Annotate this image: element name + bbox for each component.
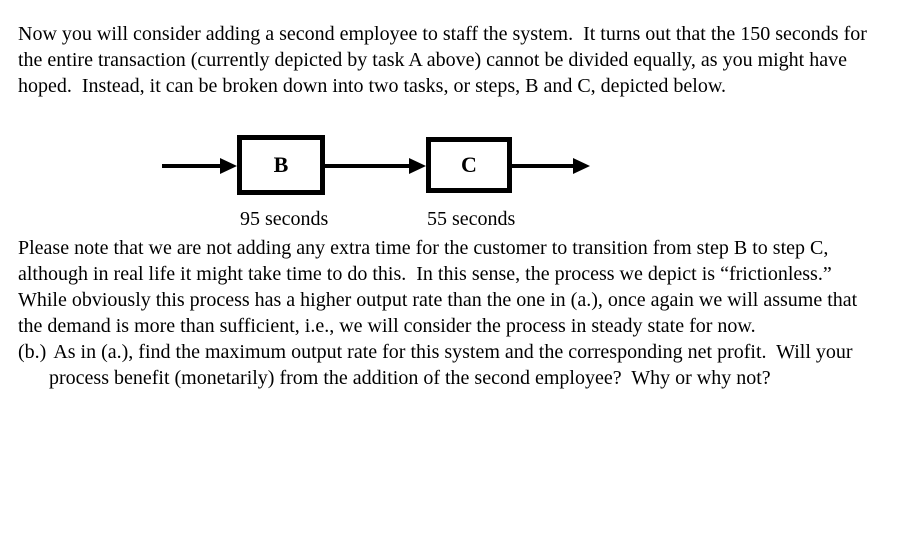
task-box-b: B (237, 135, 325, 195)
flow-arrow-in (162, 158, 237, 174)
paragraph-note: Please note that we are not adding any e… (18, 237, 834, 285)
arrow-shaft (512, 164, 580, 168)
task-box-b-label: B (273, 152, 289, 177)
task-box-c-label: C (461, 152, 477, 177)
arrow-head-icon (573, 158, 590, 174)
task-box-c: C (426, 137, 512, 193)
arrow-shaft (162, 164, 227, 168)
arrow-head-icon (409, 158, 426, 174)
paragraph-assumption: While obviously this process has a highe… (18, 289, 863, 337)
question-label: (b.) (18, 341, 47, 363)
paragraph-intro: Now you will consider adding a second em… (18, 23, 872, 97)
task-duration-b: 95 seconds (240, 208, 329, 230)
paragraph-question-b: (b.)As in (a.), find the maximum output … (18, 339, 876, 391)
arrow-shaft (325, 164, 416, 168)
arrow-head-icon (220, 158, 237, 174)
flow-arrow-out (512, 158, 590, 174)
document-page: Now you will consider adding a second em… (0, 23, 904, 391)
question-text: As in (a.), find the maximum output rate… (49, 341, 858, 389)
process-flow-diagram: B C 95 seconds 55 seconds (0, 135, 904, 235)
task-duration-c: 55 seconds (427, 208, 516, 230)
flow-arrow-between (325, 158, 426, 174)
